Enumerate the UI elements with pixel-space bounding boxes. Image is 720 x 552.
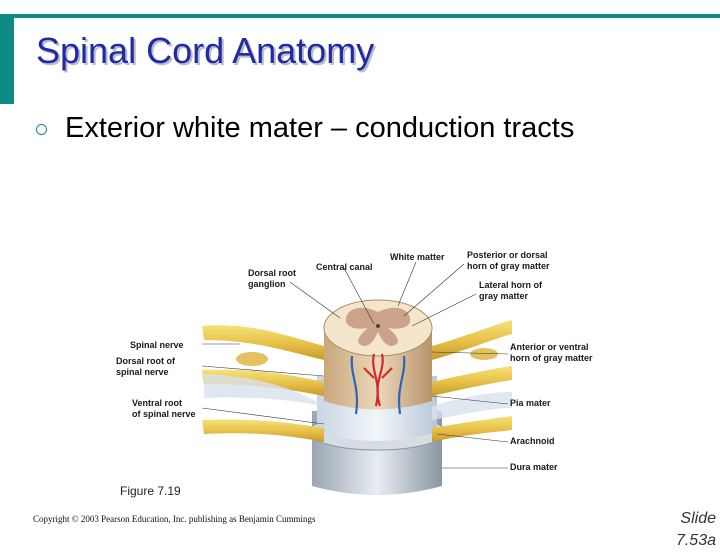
spinal-cord-illustration bbox=[201, 261, 512, 495]
label-spinal-nerve: Spinal nerve bbox=[130, 340, 184, 350]
label-lateral-horn: Lateral horn of gray matter bbox=[479, 280, 543, 301]
copyright-notice: Copyright © 2003 Pearson Education, Inc.… bbox=[33, 514, 316, 524]
slide-number-value: 7.53a bbox=[675, 532, 716, 549]
label-pia-mater: Pia mater bbox=[510, 398, 551, 408]
label-arachnoid: Arachnoid bbox=[510, 436, 555, 446]
slide-top-rule bbox=[0, 14, 720, 18]
bullet-text: Exterior white mater – conduction tracts bbox=[65, 112, 575, 144]
label-anterior-horn: Anterior or ventral horn of gray matter bbox=[510, 342, 593, 363]
leader-lines bbox=[201, 261, 509, 469]
slide-number: Slide 7.53a bbox=[656, 508, 716, 552]
label-dorsal-root: Dorsal root of spinal nerve bbox=[116, 356, 176, 377]
slide-title: Spinal Cord Anatomy bbox=[36, 30, 375, 71]
label-white-matter: White matter bbox=[390, 252, 445, 262]
figure-caption: Figure 7.19 bbox=[120, 484, 181, 498]
bullet-item: Exterior white mater – conduction tracts bbox=[36, 112, 574, 145]
label-central-canal: Central canal bbox=[316, 262, 373, 272]
label-posterior-horn: Posterior or dorsal horn of gray matter bbox=[467, 250, 550, 271]
blood-vessels bbox=[350, 353, 406, 415]
spinal-nerves-left bbox=[202, 325, 324, 442]
label-ventral-root: Ventral root of spinal nerve bbox=[132, 398, 196, 419]
bullet-dot-icon bbox=[36, 124, 47, 135]
spinal-cord-figure: Dorsal root ganglion Central canal White… bbox=[112, 236, 606, 506]
slide-left-bar bbox=[0, 14, 14, 104]
label-dorsal-root-ganglion: Dorsal root ganglion bbox=[248, 268, 297, 289]
slide-number-label: Slide bbox=[680, 510, 716, 527]
label-dura-mater: Dura mater bbox=[510, 462, 558, 472]
spinal-nerves-right bbox=[432, 320, 512, 442]
